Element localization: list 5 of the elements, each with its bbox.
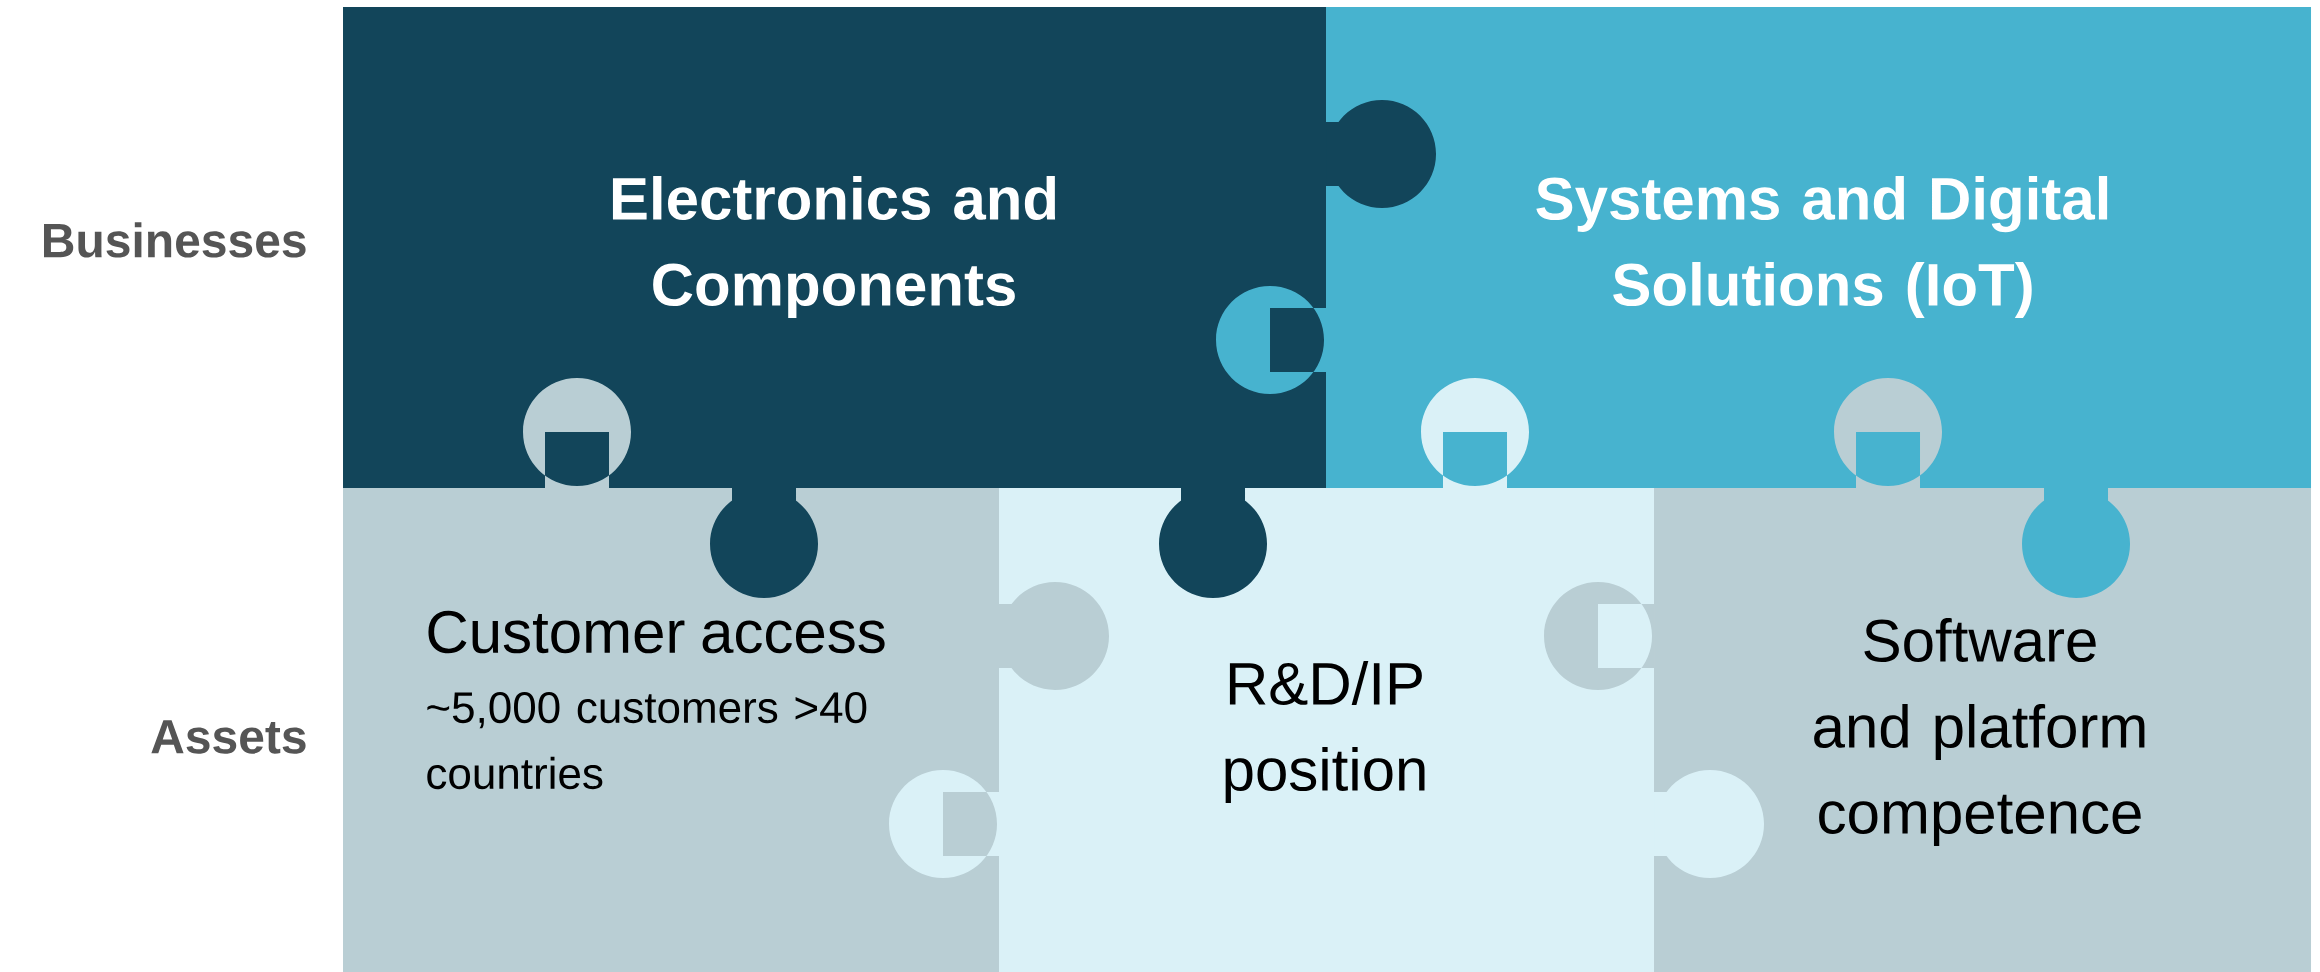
puzzle-piece: Systems and Digital Solutions (IoT) (1326, 7, 2311, 488)
puzzle-piece: R&D/IP position (999, 488, 1654, 972)
puzzle-piece: Electronics and Components (343, 7, 1326, 488)
puzzle-piece: Software and platform competence (1654, 488, 2311, 972)
puzzle-piece: Customer access ~5,000 customers >40 countries (343, 488, 999, 972)
